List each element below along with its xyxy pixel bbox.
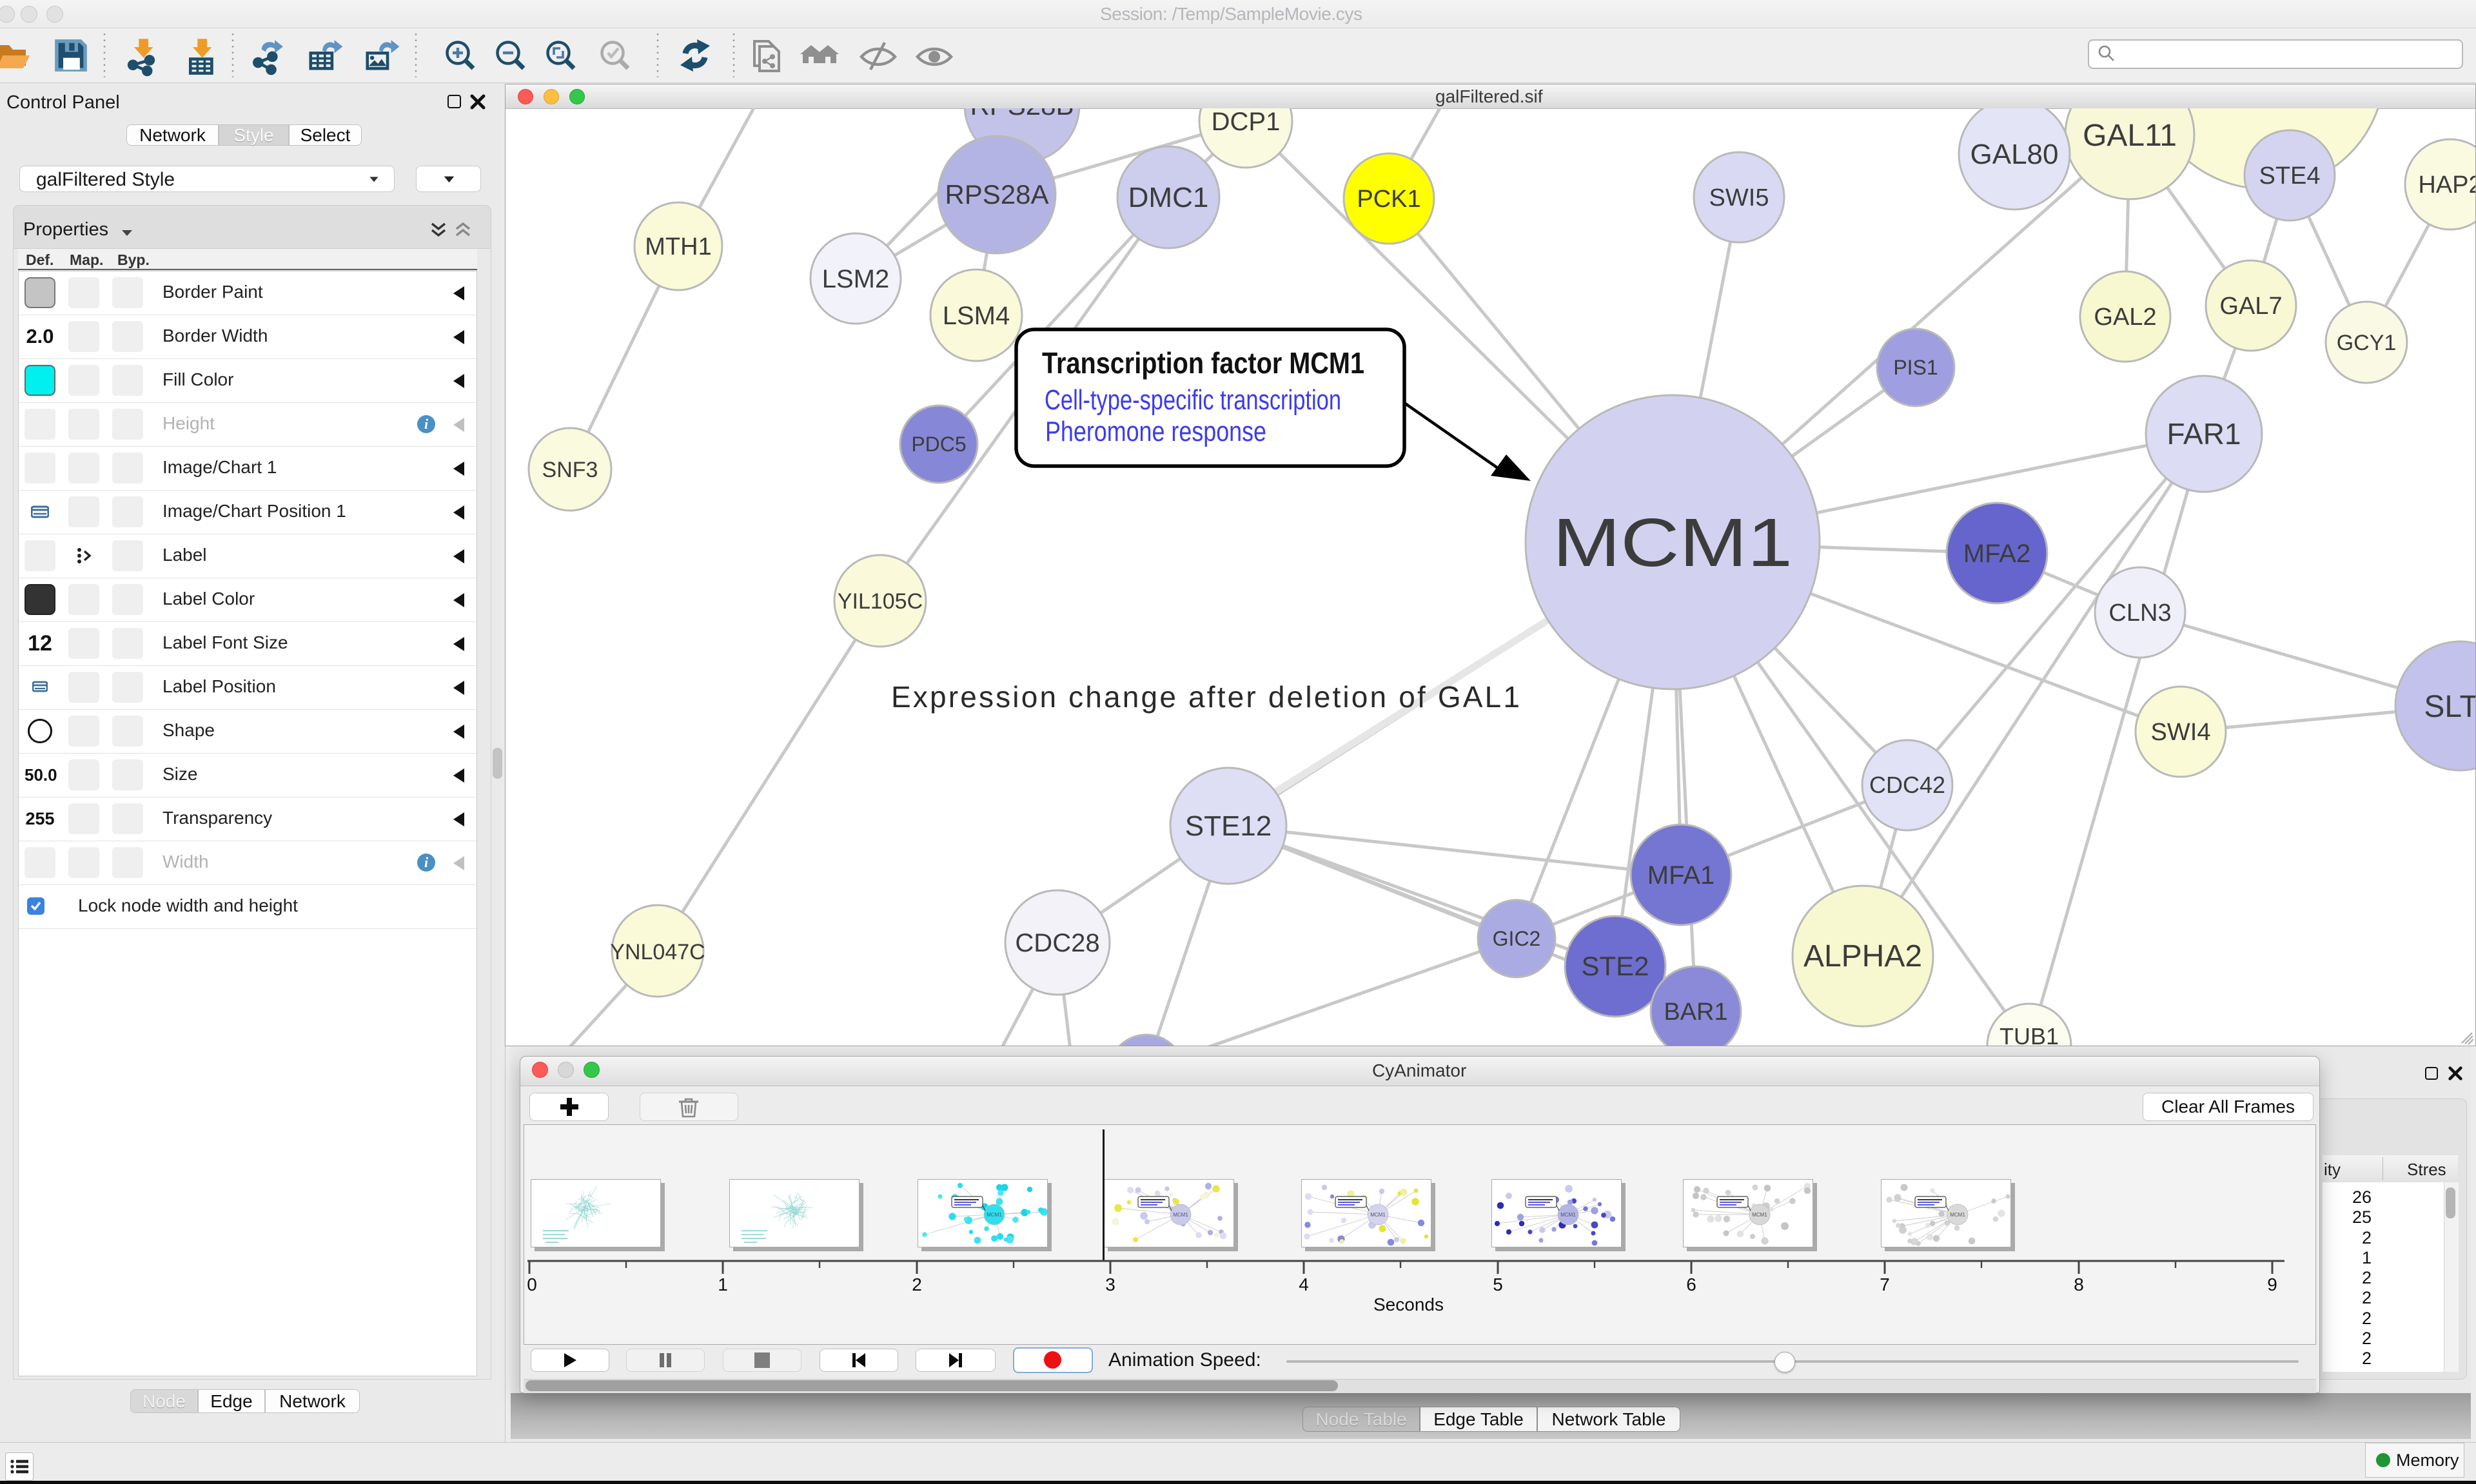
svg-text:RPS28B: RPS28B (970, 108, 1074, 121)
svg-text:5: 5 (1493, 1274, 1503, 1294)
svg-text:BAR1: BAR1 (1664, 999, 1727, 1026)
svg-text:HAP2: HAP2 (2418, 171, 2475, 199)
svg-text:CDC42: CDC42 (1869, 772, 1945, 798)
svg-text:PCK1: PCK1 (1357, 186, 1420, 213)
svg-text:GAL7: GAL7 (2219, 293, 2282, 320)
svg-text:SNF3: SNF3 (542, 458, 598, 482)
svg-text:MCM1: MCM1 (1752, 1212, 1767, 1218)
svg-text:PDC5: PDC5 (911, 433, 966, 456)
svg-text:DCP1: DCP1 (1212, 108, 1281, 136)
svg-text:MCM1: MCM1 (1560, 1212, 1576, 1218)
svg-text:FAR1: FAR1 (2166, 417, 2241, 451)
svg-text:PIS1: PIS1 (1893, 356, 1938, 379)
svg-text:MFA1: MFA1 (1647, 861, 1715, 890)
svg-text:MTH1: MTH1 (645, 233, 711, 260)
svg-text:LSM4: LSM4 (943, 302, 1010, 330)
svg-text:8: 8 (2074, 1274, 2084, 1294)
svg-text:ALPHA2: ALPHA2 (1803, 939, 1922, 973)
svg-text:YNL047C: YNL047C (610, 940, 705, 964)
svg-text:MCM1: MCM1 (1553, 505, 1793, 581)
svg-text:3: 3 (1105, 1274, 1115, 1294)
svg-text:YIL105C: YIL105C (838, 589, 923, 614)
svg-text:TUB1: TUB1 (1999, 1023, 2059, 1046)
svg-text:SLT2: SLT2 (2424, 690, 2475, 724)
svg-text:Expression change after deleti: Expression change after deletion of GAL1 (891, 680, 1520, 714)
svg-text:RPS28A: RPS28A (945, 179, 1048, 210)
svg-text:GIC2: GIC2 (1493, 927, 1541, 950)
svg-text:CDC28: CDC28 (1015, 929, 1099, 957)
svg-text:MCM1: MCM1 (1950, 1212, 1965, 1218)
svg-text:GAL80: GAL80 (1970, 139, 2059, 170)
svg-text:6: 6 (1686, 1274, 1696, 1294)
svg-text:SWI5: SWI5 (1709, 184, 1769, 211)
svg-text:MCM1: MCM1 (1370, 1212, 1386, 1218)
svg-text:MFA2: MFA2 (1963, 540, 2030, 568)
svg-text:GAL11: GAL11 (2083, 119, 2177, 153)
svg-text:STE2: STE2 (1581, 951, 1649, 981)
svg-text:MCM1: MCM1 (987, 1212, 1002, 1218)
svg-text:Transcription factor MCM1: Transcription factor MCM1 (1042, 346, 1364, 380)
svg-text:4: 4 (1299, 1274, 1309, 1294)
svg-text:Cell-type-specific transcripti: Cell-type-specific transcription (1045, 384, 1341, 416)
svg-text:Pheromone response: Pheromone response (1045, 416, 1266, 447)
svg-text:GCY1: GCY1 (2337, 331, 2397, 355)
svg-text:SWI4: SWI4 (2151, 719, 2211, 746)
svg-text:LSM2: LSM2 (822, 265, 890, 293)
svg-text:STE4: STE4 (2259, 162, 2320, 190)
svg-text:1: 1 (718, 1274, 728, 1294)
svg-text:MCM1: MCM1 (1173, 1212, 1188, 1218)
svg-text:GAL2: GAL2 (2094, 304, 2156, 331)
svg-text:9: 9 (2267, 1274, 2277, 1294)
svg-text:CLN3: CLN3 (2108, 600, 2171, 627)
svg-text:STE12: STE12 (1185, 810, 1272, 842)
svg-text:DMC1: DMC1 (1128, 182, 1209, 213)
svg-text:7: 7 (1880, 1274, 1890, 1294)
svg-text:0: 0 (527, 1274, 537, 1294)
svg-text:2: 2 (912, 1274, 922, 1294)
